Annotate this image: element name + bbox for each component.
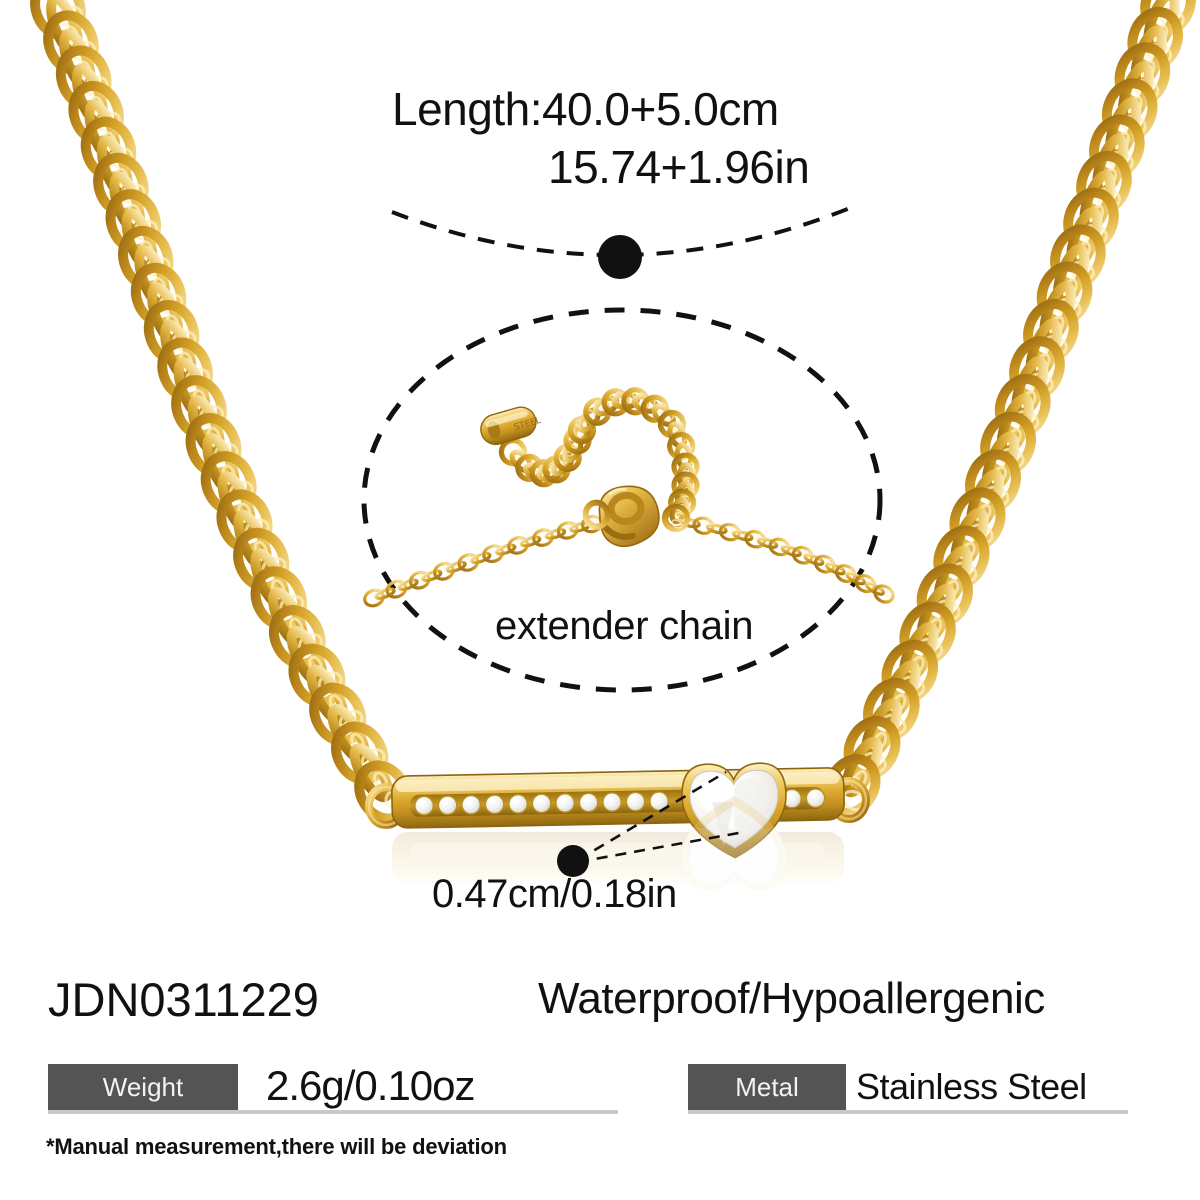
spec-label-metal: Metal bbox=[688, 1064, 846, 1110]
extender-chain-label: extender chain bbox=[495, 604, 754, 648]
chain-end-tag: STEEL bbox=[480, 406, 542, 446]
spec-row-metal: Metal Stainless Steel bbox=[688, 1064, 1128, 1114]
product-features: Waterproof/Hypoallergenic bbox=[538, 974, 1045, 1023]
length-text-in: 15.74+1.96in bbox=[548, 141, 810, 193]
pendant-reflection bbox=[360, 796, 880, 958]
gem-size-label: 0.47cm/0.18in bbox=[432, 872, 677, 916]
lobster-clasp bbox=[582, 485, 660, 548]
spec-value-weight: 2.6g/0.10oz bbox=[266, 1062, 476, 1109]
extender-highlight-ellipse bbox=[361, 307, 883, 693]
spec-label-weight: Weight bbox=[48, 1064, 238, 1110]
necklace-chain bbox=[30, 0, 1196, 824]
product-sku: JDN0311229 bbox=[48, 973, 319, 1026]
length-marker-dot bbox=[598, 235, 642, 279]
spec-value-metal: Stainless Steel bbox=[856, 1066, 1087, 1107]
gem-size-callout bbox=[557, 770, 745, 877]
spec-rule bbox=[48, 1110, 618, 1114]
spec-row-weight: Weight 2.6g/0.10oz bbox=[48, 1062, 618, 1114]
extender-chain-detail: STEEL bbox=[363, 387, 895, 608]
length-indicator bbox=[391, 206, 851, 279]
length-text-cm: Length:40.0+5.0cm bbox=[392, 83, 779, 135]
bar-pendant bbox=[360, 762, 880, 958]
measurement-footnote: *Manual measurement,there will be deviat… bbox=[46, 1134, 507, 1159]
spec-rule bbox=[688, 1110, 1128, 1114]
gem-size-marker-dot bbox=[557, 845, 589, 877]
